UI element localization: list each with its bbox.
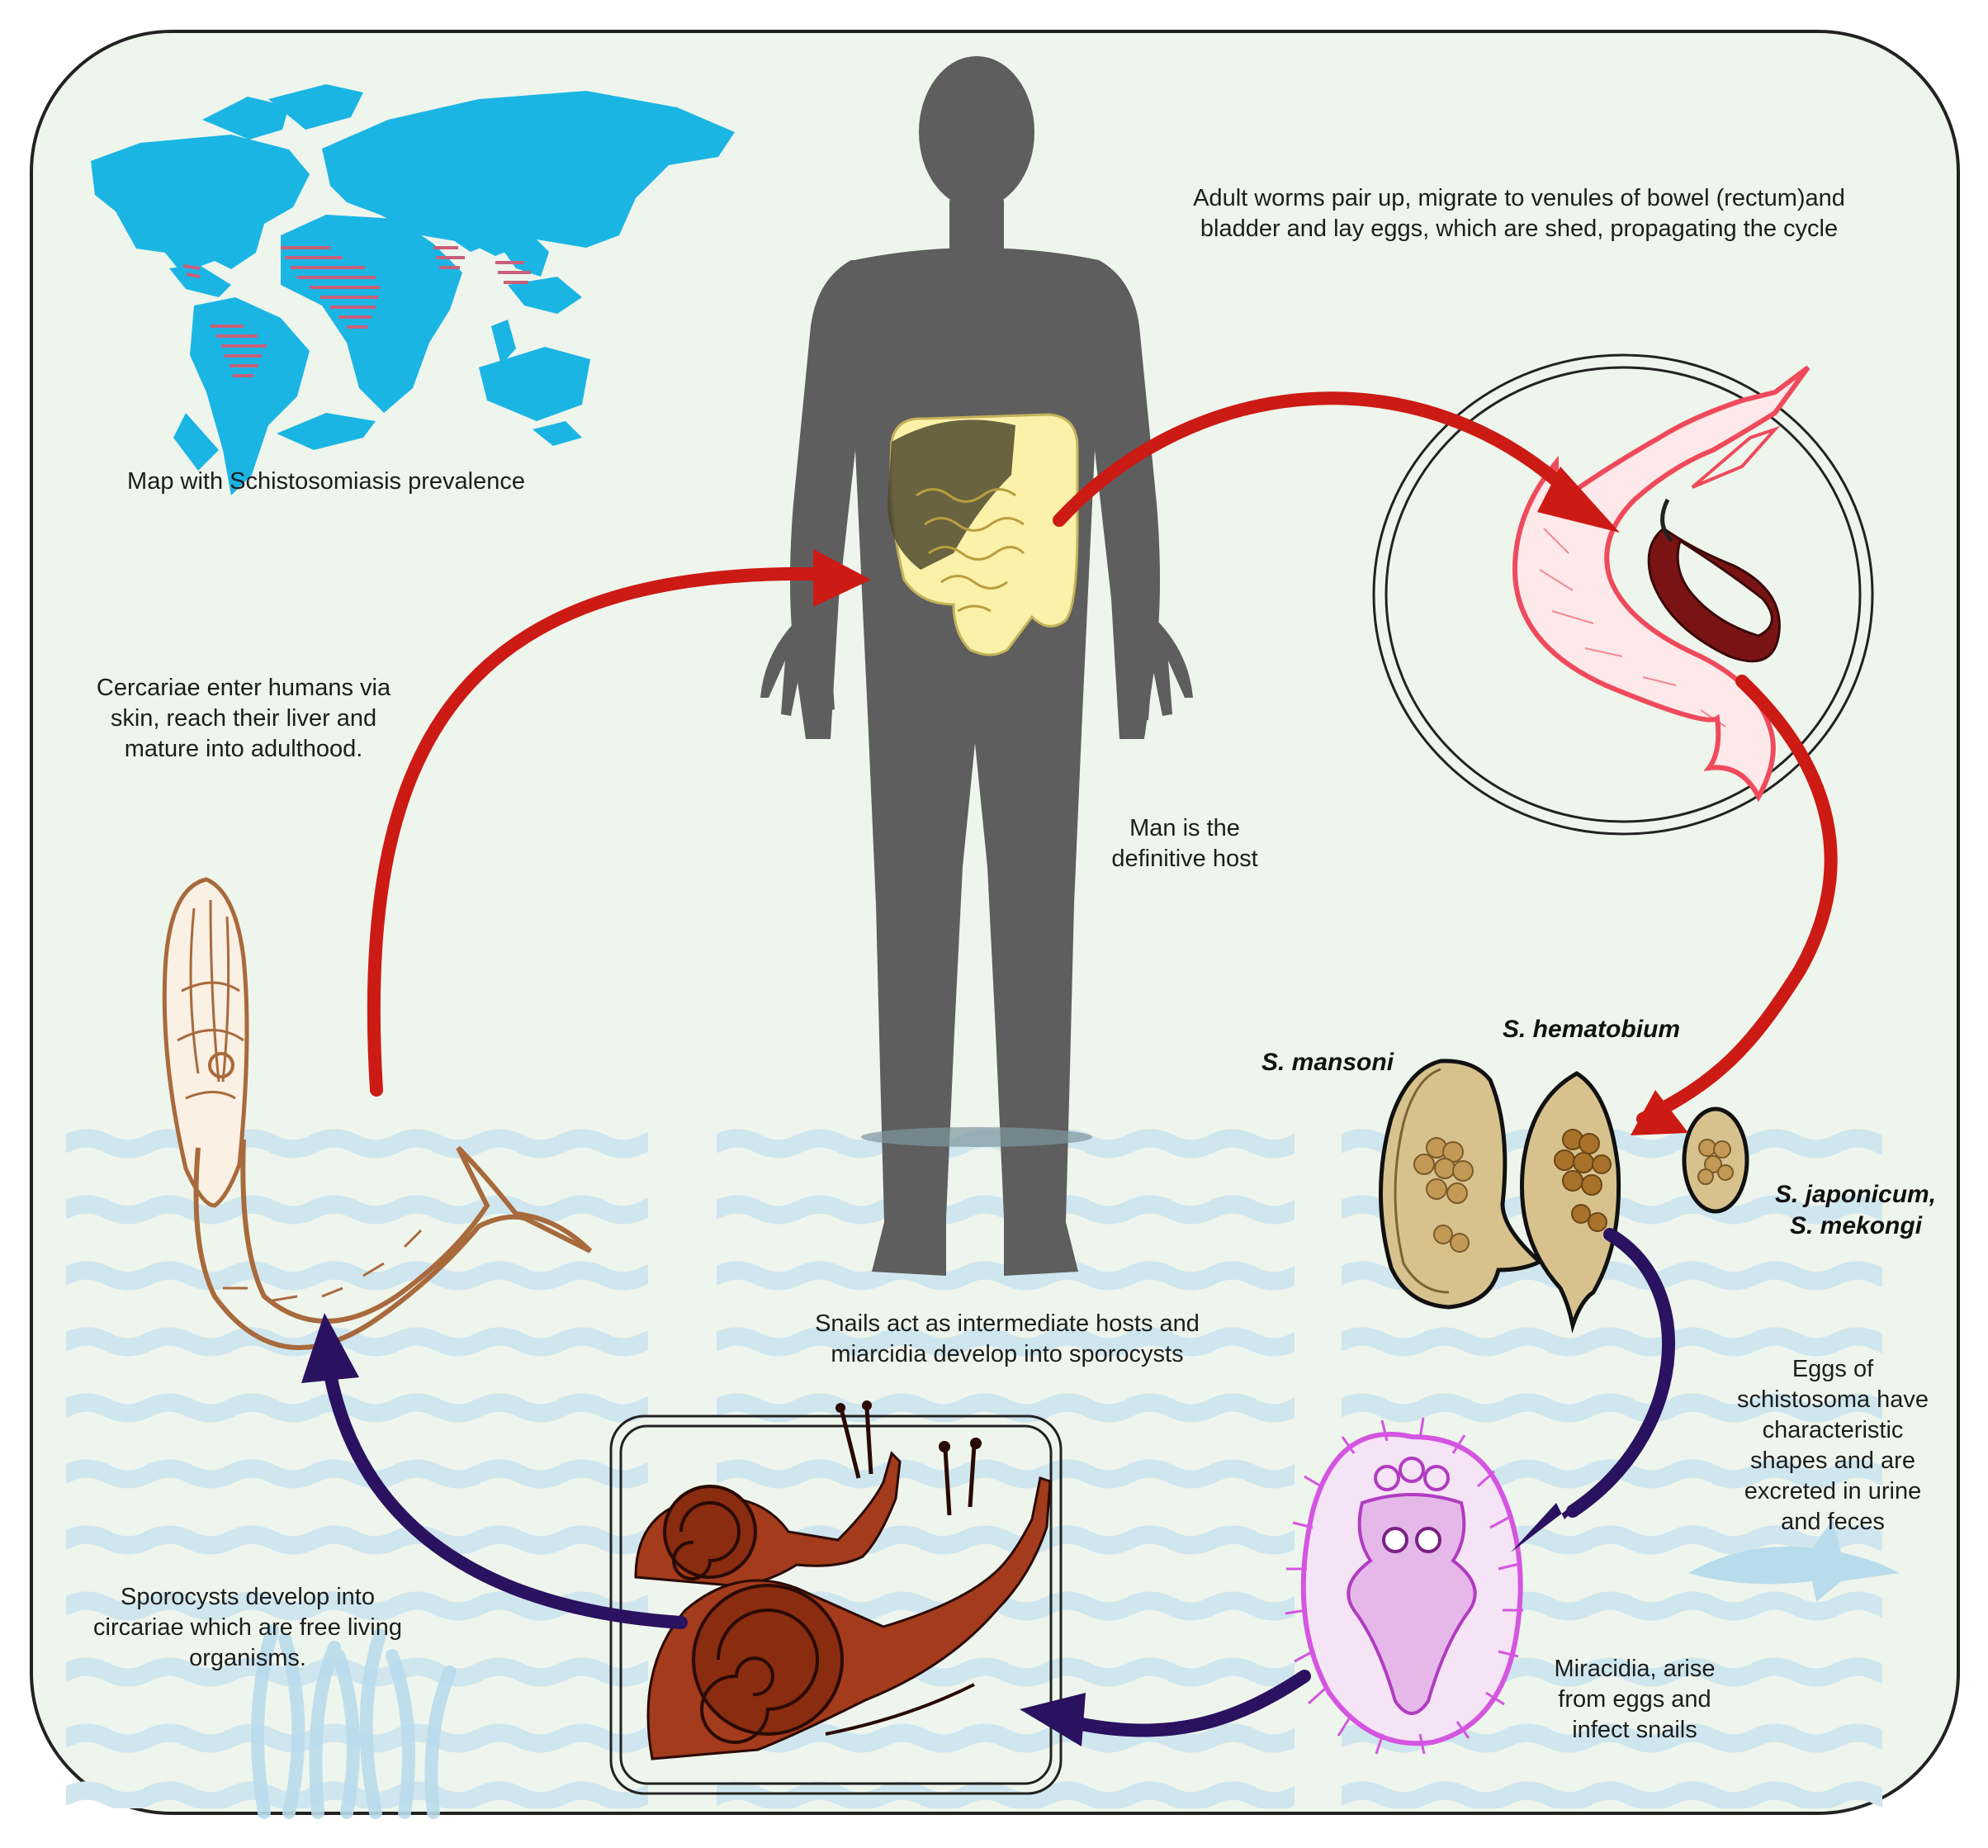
human-feet-shadow [861, 1127, 1092, 1147]
cercariae-enter-line-2: skin, reach their liver and [110, 705, 377, 732]
sporocysts-label: Sporocysts develop into circariae which … [66, 1582, 429, 1674]
eggs-shapes-line-3: characteristic [1762, 1417, 1904, 1443]
species-mekongi: S. mekongi [1790, 1212, 1923, 1239]
purple-arrowheads [301, 1313, 1598, 1746]
adult-worms-label: Adult worms pair up, migrate to venules … [1106, 183, 1932, 244]
eggs-shapes-line-1: Eggs of [1792, 1356, 1874, 1382]
red-arrowheads [813, 467, 1688, 1135]
world-map-icon [91, 84, 735, 495]
map-prevalence-hatch [182, 246, 531, 377]
definitive-host-line-1: Man is the [1129, 815, 1240, 841]
cercariae-enter-line-3: mature into adulthood. [124, 736, 363, 762]
map-caption: Map with Schistosomiasis prevalence [99, 467, 553, 497]
eggs-shapes-line-6: and feces [1781, 1509, 1885, 1535]
egg-icon [1379, 1059, 1749, 1334]
snails-hosts-label: Snails act as intermediate hosts and mia… [751, 1309, 1263, 1370]
seaweed-icon [251, 1624, 457, 1819]
snails-hosts-line-2: miarcidia develop into sporocysts [831, 1341, 1184, 1367]
sporocysts-line-2: circariae which are free living [93, 1614, 402, 1641]
snails-hosts-line-1: Snails act as intermediate hosts and [815, 1310, 1200, 1337]
cercariae-enter-label: Cercariae enter humans via skin, reach t… [58, 673, 429, 765]
eggs-shapes-line-5: excreted in urine [1744, 1478, 1922, 1504]
definitive-host-line-2: definitive host [1111, 846, 1258, 872]
adult-worms-line-2: bladder and lay eggs, which are shed, pr… [1200, 216, 1839, 242]
adult-worm-pair-icon [1372, 353, 1874, 836]
miracidia-line-1: Miracidia, arise [1554, 1656, 1716, 1682]
species-hematobium: S. hematobium [1503, 1016, 1681, 1043]
miracidia-label: Miracidia, arise from eggs and infect sn… [1511, 1654, 1758, 1746]
adult-worms-line-1: Adult worms pair up, migrate to venules … [1193, 185, 1845, 211]
eggs-shapes-line-2: schistosoma have [1736, 1386, 1929, 1413]
miracidium-icon [1285, 1417, 1523, 1755]
miracidia-line-2: from eggs and [1558, 1686, 1711, 1713]
miracidia-line-3: infect snails [1572, 1717, 1697, 1743]
eggs-shapes-line-4: shapes and are [1750, 1448, 1915, 1474]
snail-box [609, 1414, 1063, 1795]
snail-icon [634, 1400, 1052, 1760]
sporocysts-line-1: Sporocysts develop into [121, 1584, 375, 1610]
species-japonicum: S. japonicum, [1775, 1181, 1937, 1208]
species-mansoni: S. mansoni [1261, 1049, 1394, 1076]
purple-arrows [324, 1228, 1675, 1737]
sporocysts-line-3: organisms. [189, 1645, 306, 1671]
red-arrows [367, 391, 1838, 1125]
shark-icon [1668, 1519, 1899, 1602]
intestine-icon [888, 413, 1079, 656]
definitive-host-label: Man is the definitive host [1057, 813, 1313, 874]
eggs-shapes-label: Eggs of schistosoma have characteristic … [1697, 1354, 1969, 1538]
cercariae-enter-line-1: Cercariae enter humans via [96, 675, 391, 701]
map-caption-line-1: Map with Schistosomiasis prevalence [127, 468, 525, 495]
